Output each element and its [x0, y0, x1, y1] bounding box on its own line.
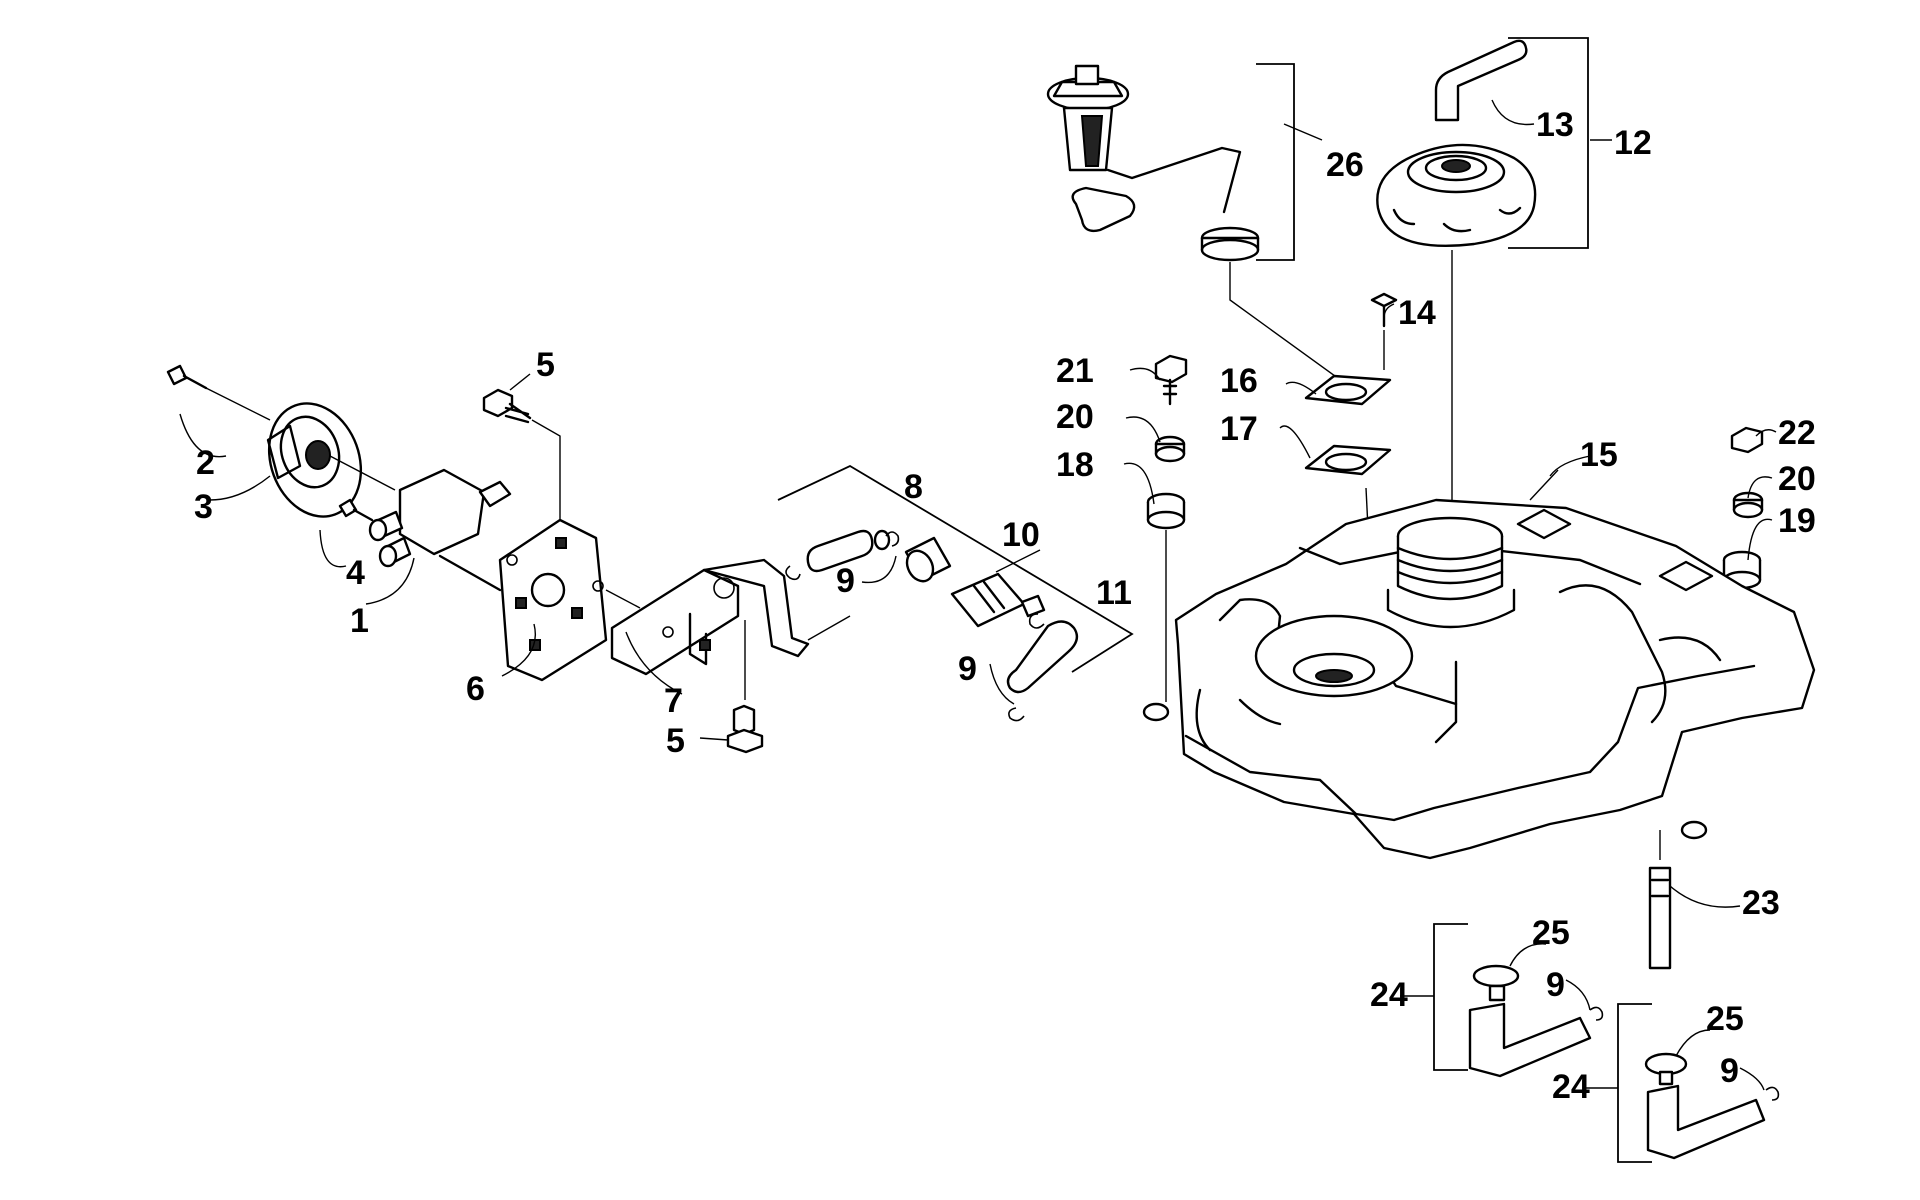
- bracket-26: [1256, 63, 1295, 261]
- part-10-filter: [904, 536, 1046, 628]
- callout-9-b: 9: [958, 650, 977, 688]
- callout-21: 21: [1056, 352, 1094, 390]
- part-18-grommet: [1146, 492, 1186, 702]
- callout-5-lower: 5: [666, 722, 685, 760]
- bracket-24-upper: [1433, 923, 1468, 1071]
- callout-25-upper: 25: [1532, 914, 1570, 952]
- callout-14: 14: [1398, 294, 1436, 332]
- callout-11: 11: [1096, 574, 1132, 612]
- bracket-12: [1508, 37, 1589, 249]
- part-24-hose-upper: [1468, 964, 1604, 1078]
- part-5-bolt-upper: [482, 388, 561, 520]
- part-16-gasket: [1304, 374, 1392, 406]
- callout-7: 7: [664, 682, 683, 720]
- callout-13: 13: [1536, 106, 1574, 144]
- callout-2: 2: [196, 444, 215, 482]
- bracket-8-11: [777, 464, 1134, 673]
- part-3-cover: [266, 402, 396, 518]
- callout-24-upper: 24: [1370, 976, 1408, 1014]
- callout-23: 23: [1742, 884, 1780, 922]
- part-11-hose: [1006, 613, 1079, 722]
- part-12-fuel-cap: [1376, 143, 1537, 508]
- part-20-washer-left: [1154, 435, 1186, 463]
- callout-3: 3: [194, 488, 213, 526]
- part-4-screw: [338, 498, 374, 522]
- part-2-screw: [166, 364, 271, 421]
- part-1-fuel-valve: [368, 468, 512, 592]
- callout-16: 16: [1220, 362, 1258, 400]
- part-8-filter-group: [785, 529, 900, 581]
- callout-5-upper: 5: [536, 346, 555, 384]
- part-5-bolt-lower: [726, 704, 764, 754]
- callout-18: 18: [1056, 446, 1094, 484]
- callout-leaders: [179, 99, 1777, 1091]
- callout-17: 17: [1220, 410, 1258, 448]
- callout-4: 4: [346, 554, 365, 592]
- part-13-vent-hose: [1434, 39, 1528, 122]
- callout-1: 1: [350, 602, 369, 640]
- tank-leader: [1529, 469, 1559, 501]
- part-6-plate: [498, 518, 641, 682]
- callout-9-d: 9: [1720, 1052, 1739, 1090]
- part-17-gasket: [1304, 444, 1392, 476]
- callout-8: 8: [904, 468, 923, 506]
- part-7-bracket: [610, 558, 851, 700]
- part-23-tube: [1648, 830, 1672, 970]
- callout-26: 26: [1326, 146, 1364, 184]
- callout-9-a: 9: [836, 562, 855, 600]
- callout-6: 6: [466, 670, 485, 708]
- part-20-washer-right: [1732, 491, 1764, 519]
- callout-20-right: 20: [1778, 460, 1816, 498]
- callout-15: 15: [1580, 436, 1618, 474]
- callout-20-left: 20: [1056, 398, 1094, 436]
- callout-10: 10: [1002, 516, 1040, 554]
- callout-12: 12: [1614, 124, 1652, 162]
- part-26-fuel-sender: [1046, 64, 1347, 385]
- part-21-bolt: [1154, 354, 1188, 406]
- callout-22: 22: [1778, 414, 1816, 452]
- part-15-fuel-tank: [1142, 498, 1816, 860]
- part-24-hose-lower: [1644, 1052, 1780, 1160]
- callout-25-lower: 25: [1706, 1000, 1744, 1038]
- callout-24-lower: 24: [1552, 1068, 1590, 1106]
- bracket-24-lower: [1617, 1003, 1652, 1163]
- callout-19: 19: [1778, 502, 1816, 540]
- callout-9-c: 9: [1546, 966, 1565, 1004]
- part-22-nut: [1730, 426, 1764, 454]
